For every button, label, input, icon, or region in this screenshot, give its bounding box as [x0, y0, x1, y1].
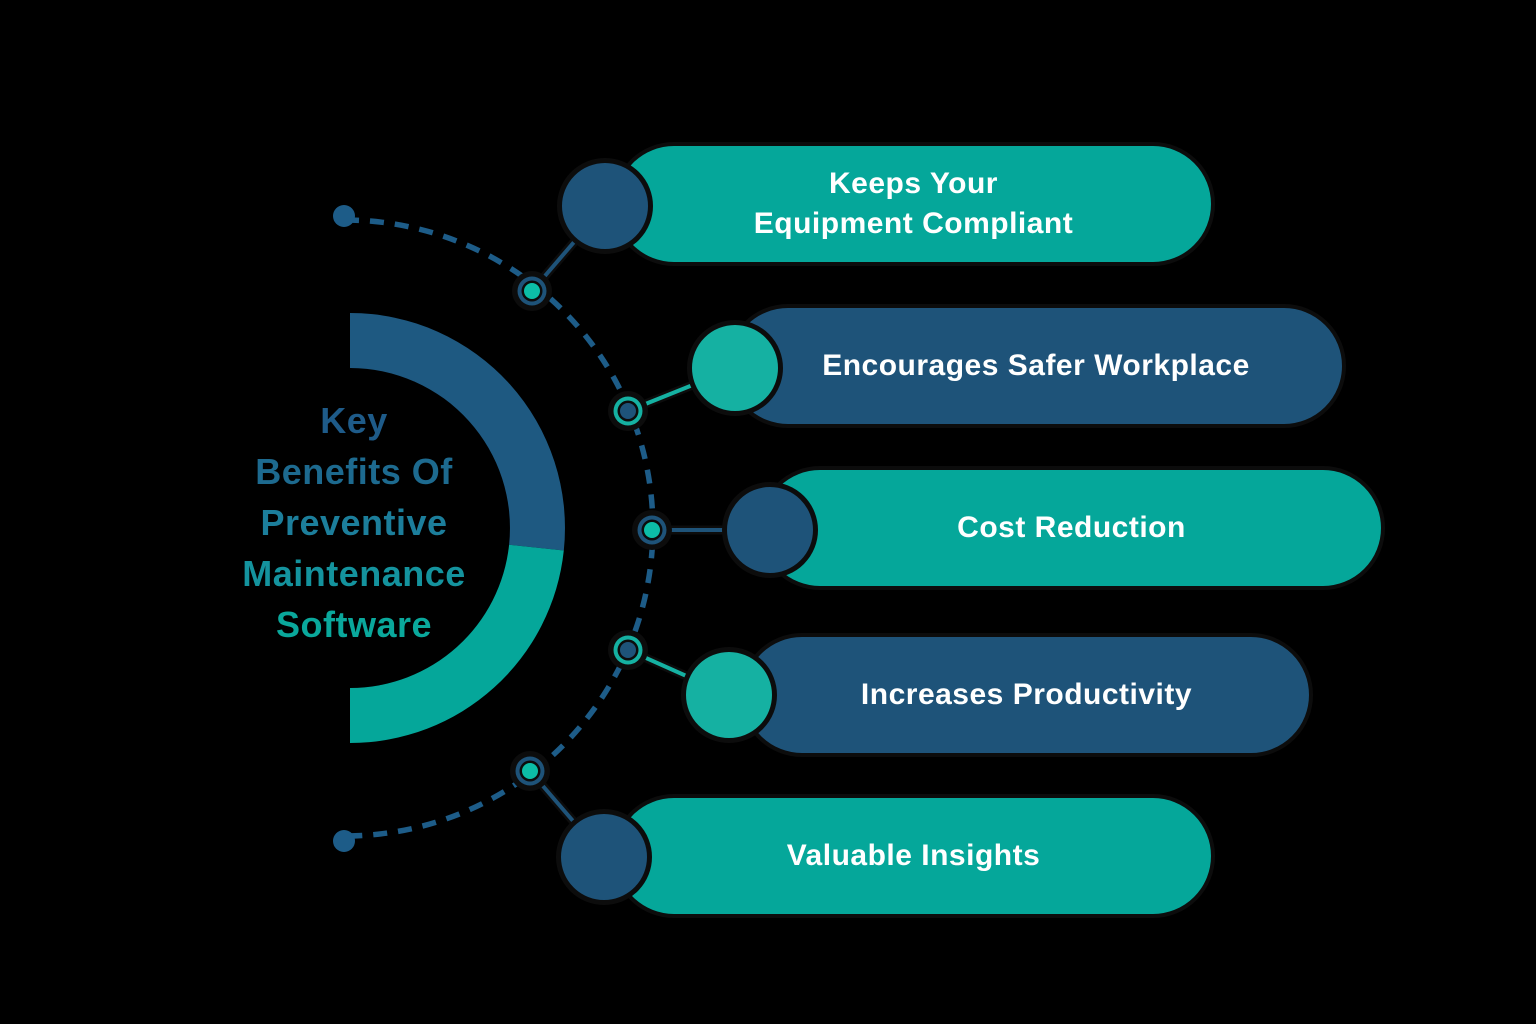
benefit-pill-increases-productivity: Increases Productivity — [740, 633, 1313, 757]
arc-node-5 — [510, 751, 550, 791]
arc-node-4 — [608, 630, 648, 670]
benefit-label: Keeps Your Equipment Compliant — [753, 167, 1074, 240]
title-line: Software — [275, 604, 433, 645]
benefit-bullet-circle-3 — [722, 482, 818, 578]
donut-segment-top — [350, 313, 565, 551]
benefit-label: Cost Reduction — [957, 511, 1186, 544]
arc-end-dot-bottom — [333, 830, 355, 852]
page-title: Key Benefits Of Preventive Maintenance S… — [179, 395, 529, 650]
benefit-label: Increases Productivity — [860, 678, 1193, 711]
benefit-pill-keeps-equipment-compliant: Keeps Your Equipment Compliant — [612, 142, 1215, 266]
benefit-pill-cost-reduction: Cost Reduction — [758, 466, 1385, 590]
benefit-bullet-circle-4 — [681, 647, 777, 743]
benefit-pill-encourages-safer-workplace: Encourages Safer Workplace — [726, 304, 1346, 428]
donut-segment-bottom — [350, 544, 564, 743]
arc-node-2 — [608, 391, 648, 431]
arc-node-1 — [512, 271, 552, 311]
title-line: Benefits Of — [255, 451, 453, 492]
arc-node-3 — [632, 510, 672, 550]
benefit-bullet-circle-5 — [556, 809, 652, 905]
benefit-label: Encourages Safer Workplace — [822, 349, 1250, 382]
title-line: Preventive — [260, 502, 448, 543]
title-line: Key — [320, 400, 388, 441]
arc-end-dot-top — [333, 205, 355, 227]
benefit-pill-valuable-insights: Valuable Insights — [612, 794, 1215, 918]
benefit-bullet-circle-2 — [687, 320, 783, 416]
title-line: Maintenance — [242, 553, 466, 594]
benefit-bullet-circle-1 — [557, 158, 653, 254]
benefit-label: Valuable Insights — [786, 839, 1041, 872]
